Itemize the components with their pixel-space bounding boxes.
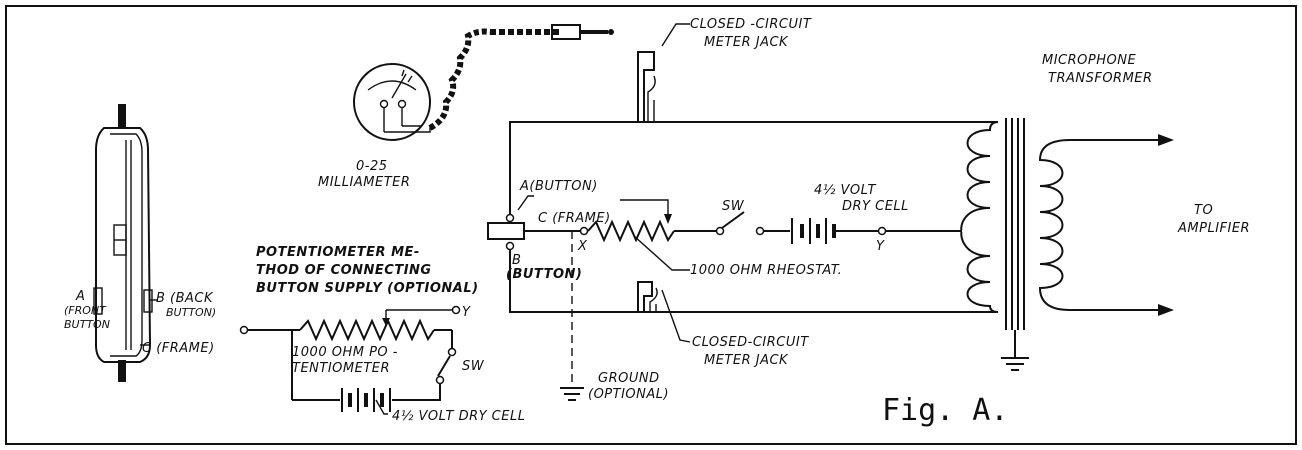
y-label: Y	[876, 239, 885, 254]
milliameter-label: MILLIAMETER	[318, 175, 410, 190]
bottom-jack-label-1: CLOSED-CIRCUIT	[692, 335, 809, 350]
potentiometer-switch	[437, 355, 451, 377]
dry-cell-label-1: 4½ VOLT	[814, 183, 876, 198]
to-label: TO	[1194, 203, 1213, 218]
dry-cell-battery-top	[791, 218, 836, 244]
c-frame-label: C (FRAME)	[538, 211, 611, 226]
bottom-wire	[509, 242, 998, 313]
potentiometer-circuit	[239, 305, 461, 412]
mic-a-label: A	[75, 289, 85, 304]
milliameter	[353, 24, 614, 141]
milliameter-range-label: 0-25	[356, 159, 388, 174]
mic-button-label: BUTTON	[64, 318, 110, 331]
dry-cell-label-2: DRY CELL	[842, 199, 909, 214]
pot-label-2: TENTIOMETER	[292, 361, 390, 376]
b-button-label: (BUTTON)	[506, 267, 582, 282]
pot-method-label-1: POTENTIOMETER ME-	[256, 245, 420, 260]
ground-label-1: GROUND	[598, 371, 660, 386]
microphone-side-view	[93, 104, 158, 382]
output-arrow-bottom	[1158, 304, 1174, 316]
amplifier-label: AMPLIFIER	[1177, 221, 1250, 236]
x-label: X	[577, 239, 588, 254]
dry-cell-battery-bottom	[341, 388, 391, 412]
pot-method-label-3: BUTTON SUPPLY (OPTIONAL)	[256, 281, 479, 296]
dry-cell-bottom-label: 4½ VOLT DRY CELL	[392, 409, 525, 424]
ground-optional	[560, 231, 584, 401]
mic-b-label: B (BACK	[156, 291, 214, 306]
output-arrow-top	[1158, 134, 1174, 146]
pot-label-1: 1000 OHM PO -	[292, 345, 398, 360]
point-y	[877, 226, 887, 236]
transformer-label-2: TRANSFORMER	[1048, 71, 1153, 86]
top-jack-label-1: CLOSED -CIRCUIT	[690, 17, 812, 32]
closed-circuit-meter-jack-top	[637, 51, 656, 122]
bottom-jack-label-2: METER JACK	[704, 353, 789, 368]
figure-border	[5, 5, 1297, 445]
sw-label: SW	[722, 199, 745, 214]
mic-back-button-label: BUTTON)	[166, 306, 216, 319]
switch-sw	[721, 211, 745, 229]
mic-front-label: (FRONT	[64, 304, 107, 317]
transformer-primary-coil	[960, 121, 999, 313]
point-x	[579, 226, 589, 236]
transformer-core	[1001, 118, 1029, 371]
transformer-secondary-coil	[1038, 139, 1160, 311]
pot-method-label-2: THOD OF CONNECTING	[256, 263, 432, 278]
potentiometer-symbol	[299, 318, 435, 342]
mic-buttons-symbol	[487, 222, 525, 240]
closed-circuit-meter-jack-bottom	[637, 281, 658, 312]
rheostat-label: 1000 OHM RHEOSTAT.	[690, 263, 842, 278]
transformer-label-1: MICROPHONE	[1042, 53, 1136, 68]
mic-c-label: C (FRAME)	[142, 341, 215, 356]
ground-label-2: (OPTIONAL)	[588, 387, 669, 402]
pot-y-label: Y	[462, 305, 471, 320]
top-wire	[509, 121, 998, 222]
a-button-label: A(BUTTON)	[519, 179, 598, 194]
top-jack-label-2: METER JACK	[704, 35, 789, 50]
pot-sw-label: SW	[462, 359, 485, 374]
rheostat-symbol	[587, 219, 675, 243]
b-label: B	[512, 253, 521, 268]
figure-caption: Fig. A.	[882, 393, 1008, 428]
